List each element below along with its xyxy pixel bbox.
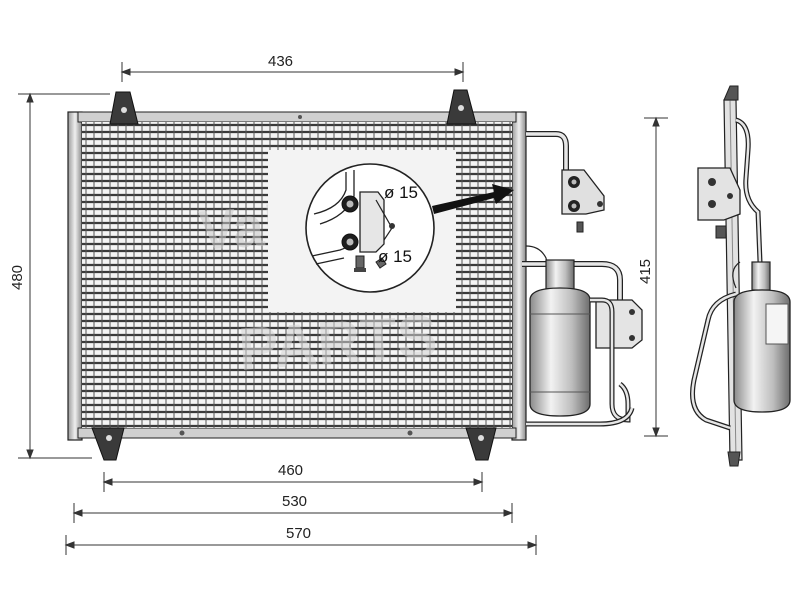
right-header-tank — [511, 111, 527, 441]
callout-bolt — [389, 223, 395, 229]
callout-pipe — [313, 172, 347, 215]
condenser-side-view — [690, 85, 791, 467]
fitting-port-bore — [571, 179, 577, 185]
rail-bolt — [407, 430, 413, 436]
callout-screw — [375, 257, 387, 269]
callout-valve — [355, 255, 365, 269]
callout-valve-cap — [354, 268, 366, 272]
receiver-drier-assembly — [522, 131, 643, 427]
port-lower-diameter-label: ø 15 — [378, 247, 412, 266]
mounting-bracket-bottom-right — [465, 427, 497, 461]
connector-detail-callout: ø 15 ø 15 — [268, 150, 514, 312]
callout-pipe — [319, 170, 355, 225]
bracket-hole — [629, 335, 635, 341]
fitting-bolt — [597, 201, 603, 207]
mounting-bracket-bottom-left — [91, 427, 125, 461]
bracket-hole — [106, 435, 112, 441]
fitting-port-bore — [571, 203, 577, 209]
dimension-460-label: 460 — [278, 462, 303, 479]
side-fitting-port — [708, 178, 716, 186]
dimension-570-label: 570 — [286, 525, 311, 542]
side-valve — [715, 225, 727, 239]
callout-flange-block — [359, 191, 385, 253]
side-fitting-port — [708, 200, 716, 208]
fitting-valve — [576, 221, 584, 233]
dimension-436-label: 436 — [268, 53, 293, 70]
bottom-rail — [77, 427, 517, 439]
bracket-hole — [629, 309, 635, 315]
left-header-tank — [67, 111, 83, 441]
side-bracket-bottom — [727, 451, 741, 467]
drier-neck — [545, 259, 575, 291]
dimension-lines — [18, 62, 668, 555]
side-drier-clamp — [765, 303, 789, 345]
dimension-415-label: 415 — [637, 259, 654, 284]
drier-mounting-bracket — [595, 299, 643, 349]
side-fitting-bolt — [727, 193, 733, 199]
rail-bolt — [179, 430, 185, 436]
side-fitting-block — [697, 167, 741, 221]
bracket-hole — [458, 105, 464, 111]
port-upper-bore — [346, 200, 354, 208]
receiver-drier-cylinder — [529, 287, 591, 417]
svg-text:PARTS: PARTS — [236, 302, 439, 383]
bracket-hole — [478, 435, 484, 441]
dimension-480-label: 480 — [9, 265, 26, 290]
callout-pipe — [315, 257, 345, 265]
dimension-530-label: 530 — [282, 493, 307, 510]
port-upper-diameter-label: ø 15 — [384, 183, 418, 202]
side-bracket-top — [723, 85, 739, 101]
rail-bolt — [298, 115, 302, 119]
port-lower-bore — [346, 238, 354, 246]
bracket-hole — [121, 107, 127, 113]
side-drier-neck — [751, 261, 771, 291]
callout-arrow-icon — [432, 184, 514, 214]
